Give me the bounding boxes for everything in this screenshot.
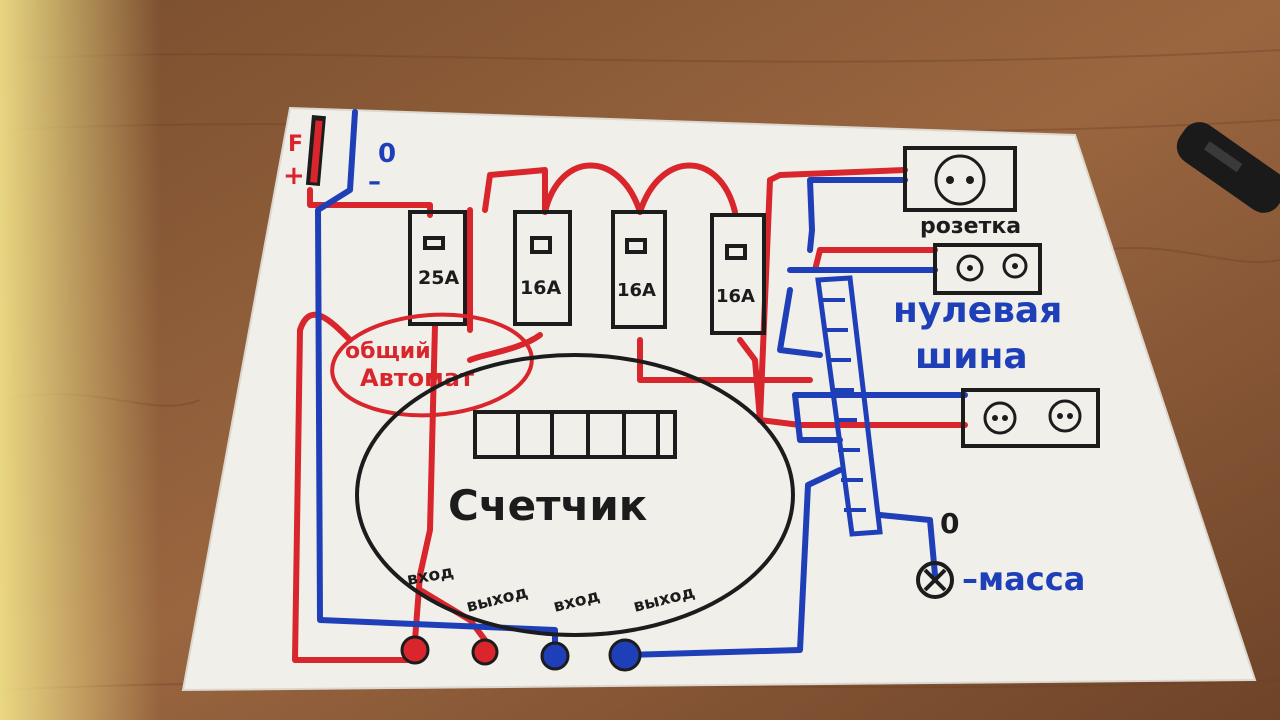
meter-title: Счетчик bbox=[448, 481, 647, 530]
socket-label: розетка bbox=[920, 214, 1021, 239]
socket-icon bbox=[961, 388, 1100, 448]
socket-icon bbox=[903, 146, 1017, 212]
breaker-3 bbox=[710, 213, 766, 335]
ground-zero: 0 bbox=[940, 507, 959, 540]
breakers bbox=[408, 210, 766, 335]
terminal-in-1 bbox=[400, 635, 430, 665]
socket-icon bbox=[933, 243, 1042, 295]
marker-pen-icon bbox=[1176, 122, 1280, 213]
breaker-main bbox=[408, 210, 467, 326]
plus-sign: + bbox=[283, 161, 305, 191]
paper-sheet bbox=[181, 106, 1257, 692]
terminal-out-2 bbox=[608, 638, 642, 672]
minus-sign: – bbox=[368, 167, 381, 197]
meter-display bbox=[473, 410, 677, 459]
breaker-2-label: 16A bbox=[617, 280, 656, 301]
neutral-bus-bar bbox=[815, 275, 883, 537]
common-breaker-line1: общий bbox=[345, 339, 431, 364]
ground-symbol-icon bbox=[916, 561, 954, 599]
terminal-out-1 bbox=[471, 638, 499, 666]
breaker-1 bbox=[513, 210, 572, 326]
breaker-3-label: 16A bbox=[716, 286, 755, 307]
meter-terminals bbox=[400, 635, 642, 672]
neutral-zero: 0 bbox=[378, 139, 396, 169]
phase-letter: F bbox=[288, 132, 303, 157]
neutral-bus-line2: шина bbox=[915, 336, 1028, 377]
terminal-in-2 bbox=[540, 641, 570, 671]
breaker-main-label: 25A bbox=[418, 267, 459, 289]
neutral-bus-line1: нулевая bbox=[893, 290, 1062, 331]
ground-label: –масса bbox=[962, 560, 1085, 598]
breaker-2 bbox=[611, 210, 667, 329]
input-marker bbox=[305, 115, 326, 186]
light-glare bbox=[0, 0, 160, 720]
meter-outline bbox=[355, 353, 795, 637]
breaker-1-label: 16A bbox=[520, 277, 561, 299]
